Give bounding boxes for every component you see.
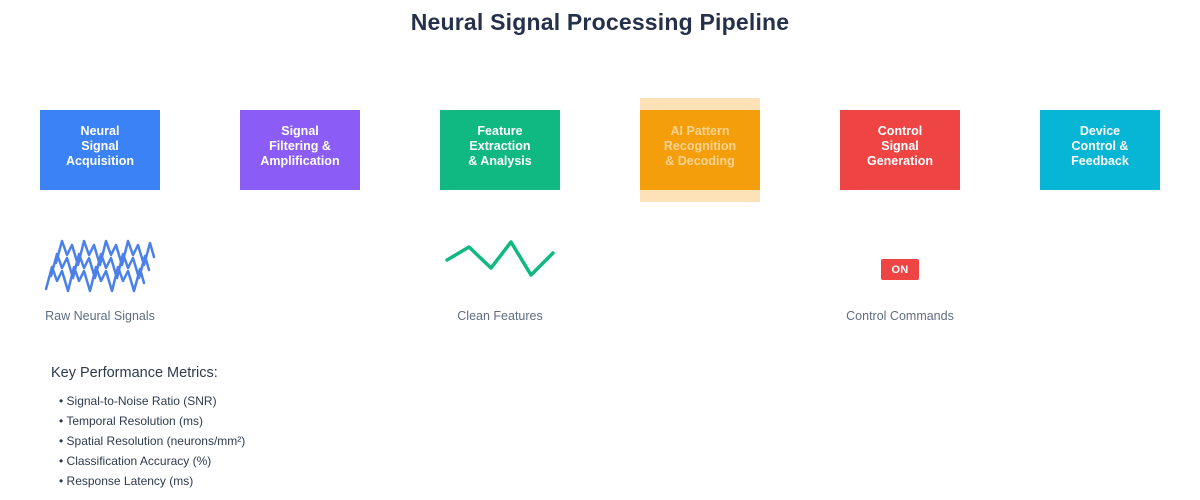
clean-features-label: Clean Features (457, 309, 543, 323)
stage-label: AI Pattern Recognition & Decoding (663, 123, 737, 168)
stage-label: Control Signal Generation (867, 123, 933, 168)
stage-ai-pattern-recognition-decoding: AI Pattern Recognition & Decoding (640, 110, 760, 190)
stage-label: Feature Extraction & Analysis (468, 123, 532, 168)
stage-label: Device Control & Feedback (1071, 123, 1129, 168)
metric-item-temporal-resolution: • Temporal Resolution (ms) (59, 414, 204, 428)
metric-item-spatial-resolution: • Spatial Resolution (neurons/mm²) (59, 434, 246, 448)
metric-item-snr: • Signal-to-Noise Ratio (SNR) (59, 394, 217, 408)
raw-neural-signals-label: Raw Neural Signals (45, 309, 155, 323)
stage-control-signal-generation: Control Signal Generation (840, 110, 960, 190)
stage-highlight-glow: AI Pattern Recognition & Decoding (640, 98, 760, 202)
stage-device-control-feedback: Device Control & Feedback (1040, 110, 1160, 190)
metrics-heading: Key Performance Metrics: (51, 365, 218, 381)
stage-label: Signal Filtering & Amplification (260, 123, 340, 168)
stage-label: Neural Signal Acquisition (65, 123, 135, 168)
metric-item-response-latency: • Response Latency (ms) (59, 474, 194, 488)
control-commands-label: Control Commands (846, 309, 954, 323)
metric-item-classification-accuracy: • Classification Accuracy (%) (59, 454, 212, 468)
key-performance-metrics: Key Performance Metrics: • Signal-to-Noi… (51, 365, 245, 491)
on-status-badge: ON (881, 259, 919, 280)
page-title: Neural Signal Processing Pipeline (410, 9, 790, 35)
raw-signals-waveform-icon (44, 239, 156, 293)
stage-feature-extraction-analysis: Feature Extraction & Analysis (440, 110, 560, 190)
on-badge-label: ON (891, 263, 909, 276)
stage-neural-signal-acquisition: Neural Signal Acquisition (40, 110, 160, 190)
clean-features-waveform-icon (445, 240, 555, 277)
stage-signal-filtering-amplification: Signal Filtering & Amplification (240, 110, 360, 190)
